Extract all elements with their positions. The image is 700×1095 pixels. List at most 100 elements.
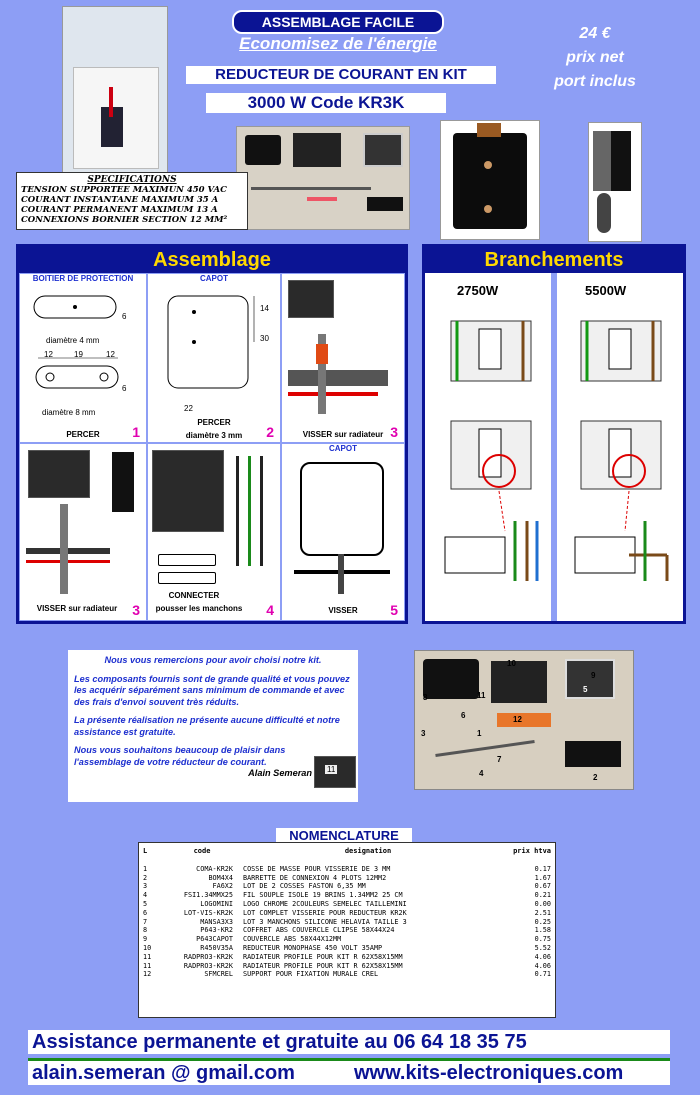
cell-line: 5 <box>143 899 148 908</box>
cell-designation: LOT DE 2 COSSES FASTON 6,35 MM <box>243 882 366 891</box>
assemblage-panel: Assemblage BOITIER DE PROTECTION 12 19 1… <box>16 244 408 624</box>
step-number: 1 <box>132 424 140 440</box>
dim-label: 6 <box>122 384 127 393</box>
assemblage-facile-badge: ASSEMBLAGE FACILE <box>232 10 444 34</box>
branchements-title: Branchements <box>425 247 683 273</box>
thumbnail-label: 11 <box>325 765 338 774</box>
spec-line: TENSION SUPPORTEE MAXIMUN 450 VAC <box>21 185 227 195</box>
cell-line: 6 <box>143 908 148 917</box>
cell-line: 9 <box>143 935 148 944</box>
step-number: 2 <box>266 424 274 440</box>
cell-code: COMA-KR2K <box>196 864 233 873</box>
part-label: 3 <box>421 729 426 738</box>
cell-code: SFMCREL <box>204 970 233 979</box>
assemblage-step-4: CONNECTER pousser les manchons 4 <box>147 443 281 621</box>
cell-price: 0.21 <box>534 891 551 900</box>
box-drill-diagram <box>33 295 119 389</box>
part-label: 8 <box>423 693 428 702</box>
cell-code: P643-KR2 <box>200 926 233 935</box>
cell-designation: LOT 3 MANCHONS SILICONE HELAVIA TAILLE 3 <box>243 917 407 926</box>
cell-line: 7 <box>143 917 148 926</box>
subtitle-energie: Economisez de l'énergie <box>239 34 437 53</box>
kit-title: REDUCTEUR DE COURANT EN KIT <box>186 66 496 84</box>
cell-line: 11 <box>143 952 152 961</box>
step-caption: VISSER sur radiateur <box>302 430 384 439</box>
intro-assistance: La présente réalisation ne présente aucu… <box>74 715 340 737</box>
cell-code: BOM4X4 <box>208 873 233 882</box>
cell-code: LOGOMINI <box>200 899 233 908</box>
nomenclature-row: 2 BOM4X4 BARRETTE DE CONNEXION 4 PLOTS 12M… <box>143 874 551 883</box>
step-number: 3 <box>390 424 398 440</box>
step-caption-2: diamètre 3 mm <box>185 431 243 440</box>
cell-code: LOT-VIS-KR2K <box>183 908 233 917</box>
cell-code: R450V35A <box>200 943 233 952</box>
step-caption: PERCER <box>197 418 231 427</box>
intro-text-box: Nous vous remercions pour avoir choisi n… <box>68 650 358 802</box>
cell-designation: LOT COMPLET VISSERIE POUR REDUCTEUR KR2K <box>243 908 407 917</box>
cell-price: 0.75 <box>534 935 551 944</box>
cell-line: 3 <box>143 882 148 891</box>
part-label: 10 <box>507 659 516 668</box>
nomenclature-row: 6 LOT-VIS-KR2K LOT COMPLET VISSERIE POUR R… <box>143 909 551 918</box>
contact-line: alain.semeran @ gmail.com www.kits-elect… <box>28 1061 670 1085</box>
footer-divider <box>28 1058 670 1061</box>
assistance-line: Assistance permanente et gratuite au 06 … <box>28 1030 670 1054</box>
cell-designation: BARRETTE DE CONNEXION 4 PLOTS 12MM2 <box>243 873 387 882</box>
cell-line: 2 <box>143 873 148 882</box>
assemblage-step-3b: VISSER sur radiateur 3 <box>19 443 147 621</box>
col-header-code: code <box>193 847 211 855</box>
cell-price: 0.00 <box>534 899 551 908</box>
assemblage-step-5: CAPOT VISSER 5 <box>281 443 405 621</box>
cell-code: FSI1.34MMX25 <box>183 891 233 900</box>
dim-label: 19 <box>74 350 83 359</box>
dim-label: 6 <box>122 312 127 321</box>
cell-line: 4 <box>143 891 148 900</box>
part-label: 2 <box>593 773 598 782</box>
code-line: 3000 W Code KR3K <box>206 93 446 113</box>
cell-designation: SUPPORT POUR FIXATION MURALE CREL <box>243 970 379 979</box>
step-title: CAPOT <box>200 274 228 283</box>
col-header-line: L <box>143 847 148 855</box>
website-link[interactable]: www.kits-electroniques.com <box>354 1062 624 1084</box>
dim-label: 12 <box>106 350 115 359</box>
branch-col-2750: 2750W <box>457 283 499 298</box>
numbered-parts-photo: 10 9 8 11 5 6 12 3 1 7 4 2 <box>414 650 634 790</box>
price-value: 24 € <box>579 25 611 42</box>
col-header-price: prix htva <box>513 847 551 855</box>
cell-price: 0.25 <box>534 917 551 926</box>
step-number: 4 <box>266 602 274 618</box>
kit-parts-photo <box>236 126 410 230</box>
specifications-box: SPECIFICATIONS TENSION SUPPORTEE MAXIMUN… <box>16 172 248 230</box>
intro-thanks: Nous vous remercions pour avoir choisi n… <box>104 655 322 665</box>
part-label: 12 <box>513 715 522 724</box>
intro-quality: Les composants fournis sont de grande qu… <box>74 673 350 707</box>
product-install-photo <box>62 6 168 176</box>
assemblage-step-3: VISSER sur radiateur 3 <box>281 273 405 443</box>
wiring-diagram-2750 <box>444 320 539 581</box>
cover-drill-diagram <box>167 295 255 389</box>
cell-designation: COFFRET ABS COUVERCLE CLIPSE 58X44X24 <box>243 926 395 935</box>
diameter-4-label: diamètre 4 mm <box>46 336 100 345</box>
column-divider <box>551 273 557 621</box>
assemblage-title: Assemblage <box>19 247 405 273</box>
branch-col-5500: 5500W <box>585 283 627 298</box>
cell-designation: COUVERCLE ABS 58X44X12MM <box>243 935 342 944</box>
nomenclature-header-row: L code designation prix htva <box>143 847 551 865</box>
cell-code: MANSA3X3 <box>200 917 233 926</box>
spec-line: COURANT INSTANTANE MAXIMUM 35 A <box>21 195 219 205</box>
price-note-net: prix net <box>566 49 624 66</box>
cell-price: 2.51 <box>534 908 551 917</box>
part-label: 7 <box>497 755 502 764</box>
email-link[interactable]: alain.semeran @ gmail.com <box>32 1062 295 1084</box>
cell-price: 5.52 <box>534 943 551 952</box>
spec-line: COURANT PERMANENT MAXIMUM 13 A <box>21 205 218 215</box>
